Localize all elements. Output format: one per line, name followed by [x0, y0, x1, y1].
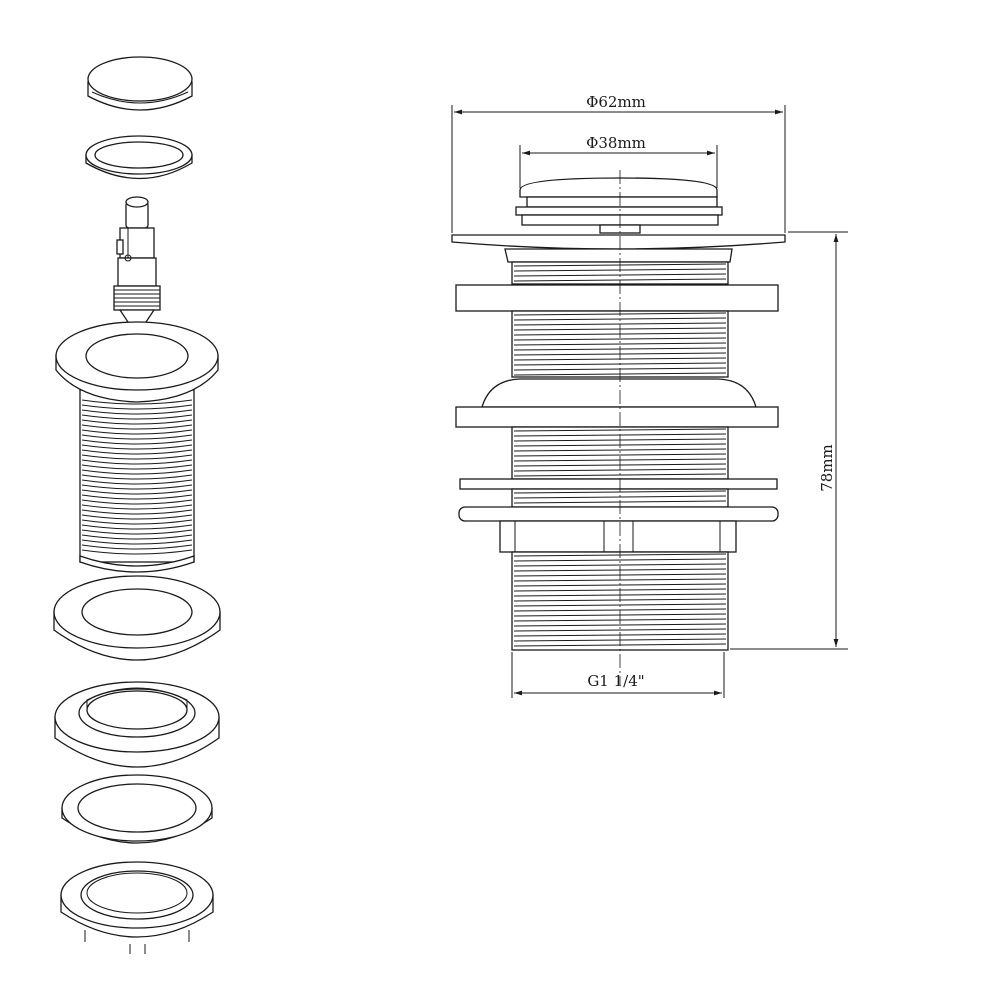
thread-line: [81, 449, 193, 455]
thread-line: [81, 409, 193, 415]
thread-line: [81, 459, 193, 465]
thread-line: [81, 484, 193, 490]
exploded-thin-washer: [61, 774, 213, 844]
dimension-height: 78mm: [730, 231, 848, 650]
thread-line: [81, 434, 193, 440]
outer-diameter-label: Φ62mm: [586, 93, 646, 111]
elevation-flange: [451, 234, 786, 250]
exploded-flat-washer: [53, 575, 221, 661]
thread-line: [81, 529, 193, 535]
thread-line: [81, 534, 193, 540]
thread-line: [81, 494, 193, 500]
exploded-stepped-washer: [54, 681, 220, 768]
elevation-cap-skirt: [526, 196, 718, 208]
thread-line: [81, 489, 193, 495]
thread-line: [81, 439, 193, 445]
thread-line: [81, 544, 193, 550]
exploded-waste-body: [55, 321, 219, 573]
elevation-washer-top: [455, 284, 779, 312]
thread-line: [513, 563, 727, 567]
thread-line: [513, 337, 727, 341]
elevation-view: Φ62mm Φ38mm 78mm G1 1/4": [451, 93, 848, 698]
thread-line: [81, 404, 193, 410]
thread-line: [513, 342, 727, 346]
thread-line: [513, 623, 727, 627]
dimension-thread: G1 1/4": [511, 652, 725, 698]
thread-line: [81, 414, 193, 420]
elevation-hex-nut: [499, 520, 737, 553]
inner-diameter-label: Φ38mm: [586, 134, 646, 152]
thread-label: G1 1/4": [587, 672, 644, 690]
thread-line: [81, 509, 193, 515]
thread-line: [81, 519, 193, 525]
thread-line: [81, 524, 193, 530]
thread-line: [81, 504, 193, 510]
elevation-washer-middle: [455, 406, 779, 428]
exploded-backnut: [60, 861, 214, 954]
thread-line: [81, 539, 193, 545]
thread-line: [513, 628, 727, 632]
elevation-cap-ring: [515, 206, 723, 216]
elevation-thin-washer: [459, 478, 778, 490]
height-label: 78mm: [818, 444, 836, 492]
thread-line: [81, 424, 193, 430]
elevation-cap: [519, 177, 718, 198]
thread-line: [81, 454, 193, 460]
elevation-shoulder: [481, 378, 757, 408]
dimension-outer-diameter: Φ62mm: [451, 93, 786, 233]
thread-line: [81, 474, 193, 480]
thread-line: [81, 429, 193, 435]
thread-line: [81, 479, 193, 485]
exploded-cap-ring: [85, 135, 193, 180]
dimension-inner-diameter: Φ38mm: [519, 134, 718, 188]
thread-line: [81, 419, 193, 425]
thread-line: [513, 448, 727, 452]
thread-line: [81, 399, 193, 405]
thread-line: [81, 549, 193, 555]
thread-line: [81, 469, 193, 475]
thread-line: [81, 444, 193, 450]
thread-line: [513, 558, 727, 562]
exploded-pop-up-cap: [87, 56, 193, 111]
thread-line: [81, 499, 193, 505]
elevation-backnut-ring: [458, 506, 779, 522]
thread-line: [513, 453, 727, 457]
thread-line: [81, 514, 193, 520]
exploded-view: [53, 56, 221, 954]
exploded-spindle: [113, 196, 161, 333]
thread-line: [81, 464, 193, 470]
